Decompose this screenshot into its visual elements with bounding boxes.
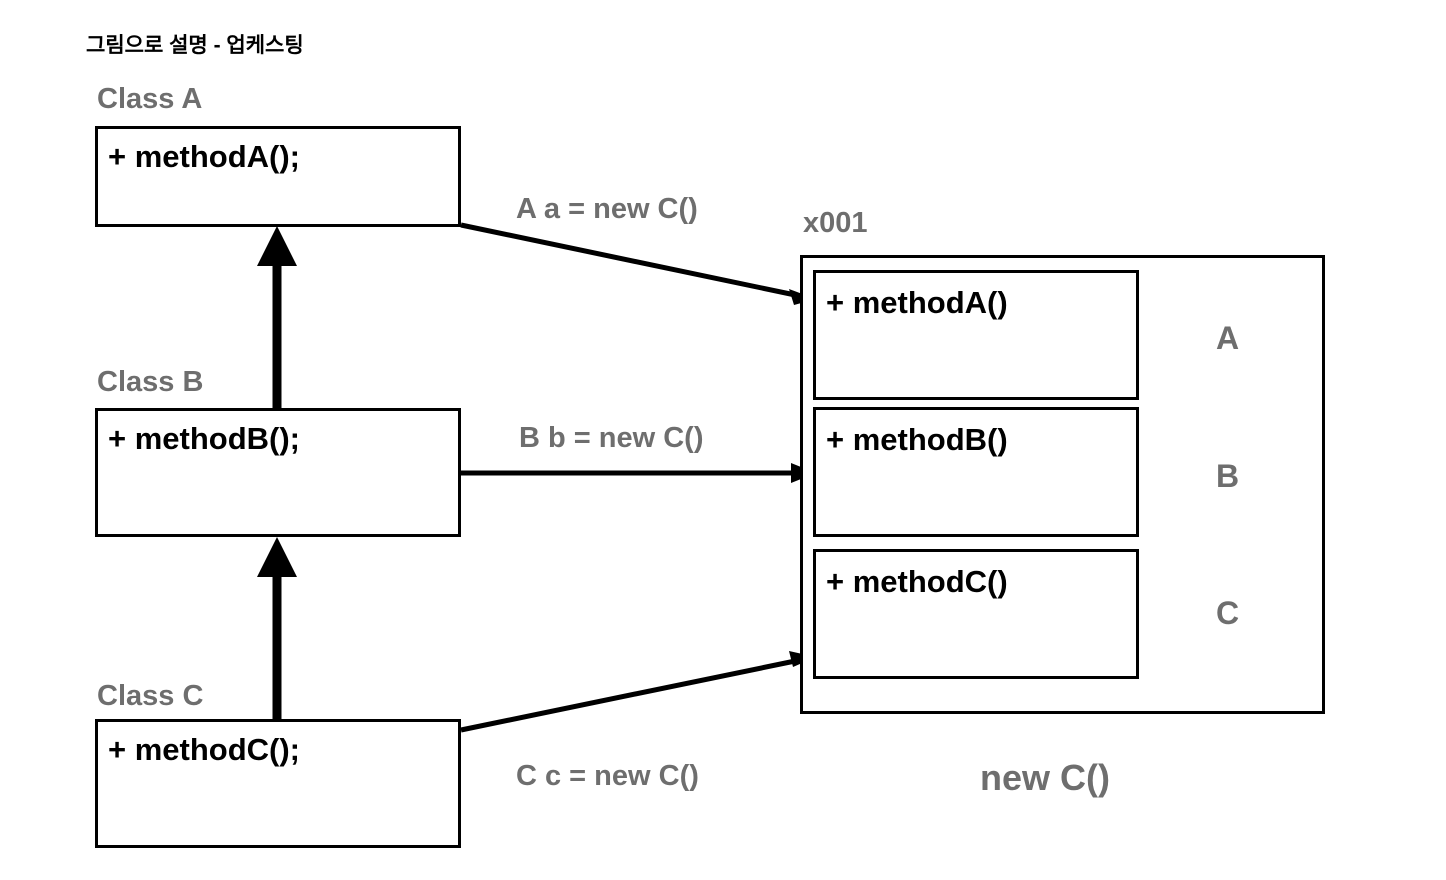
object-slot-a: + methodA() [813, 270, 1139, 400]
object-caption: new C() [980, 757, 1110, 798]
class-method-a: + methodA(); [108, 139, 301, 174]
object-slot-c: + methodC() [813, 549, 1139, 679]
class-label-a: Class A [97, 83, 203, 115]
reference-arrow-a [460, 222, 816, 305]
class-box-b: + methodB(); [95, 408, 461, 537]
page-title: 그림으로 설명 - 업케스팅 [86, 34, 304, 57]
relation-label-b: B b = new C() [519, 422, 704, 454]
object-address-label: x001 [803, 207, 868, 239]
object-slot-method-a: + methodA() [826, 285, 1008, 320]
class-method-c: + methodC(); [108, 732, 301, 767]
class-box-c: + methodC(); [95, 719, 461, 848]
object-slot-method-b: + methodB() [826, 422, 1008, 457]
reference-arrow-b [461, 463, 816, 483]
relation-label-a: A a = new C() [516, 193, 698, 225]
reference-arrow-c [460, 651, 816, 733]
relation-label-c: C c = new C() [516, 760, 699, 792]
object-slot-letter-a: A [1216, 320, 1240, 356]
class-box-a: + methodA(); [95, 126, 461, 227]
inheritance-arrow-b-to-a [257, 226, 297, 408]
object-slot-b: + methodB() [813, 407, 1139, 537]
object-slot-letter-b: B [1216, 458, 1240, 494]
object-slot-letter-c: C [1216, 595, 1240, 631]
class-label-c: Class C [97, 680, 204, 712]
class-method-b: + methodB(); [108, 421, 301, 456]
class-label-b: Class B [97, 366, 204, 398]
object-slot-method-c: + methodC() [826, 564, 1008, 599]
inheritance-arrow-c-to-b [257, 537, 297, 719]
